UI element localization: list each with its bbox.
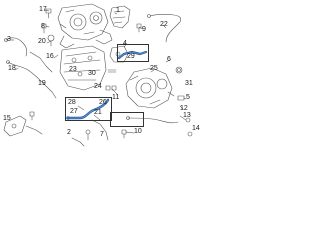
bolt-part — [136, 23, 142, 33]
callout-6: 6 — [167, 56, 171, 63]
callout-19: 19 — [38, 80, 46, 87]
callout-15: 15 — [3, 115, 11, 122]
callout-27: 27 — [70, 108, 78, 115]
leader-lines — [10, 9, 187, 134]
drain-tube-part — [25, 125, 43, 135]
callout-10: 10 — [134, 128, 142, 135]
callout-18: 18 — [8, 65, 16, 72]
bracket-part — [3, 115, 27, 137]
callout-25: 25 — [150, 65, 158, 72]
callout-30: 30 — [88, 70, 96, 77]
callout-16: 16 — [46, 53, 54, 60]
oil-line-part — [71, 137, 85, 147]
callout-28: 28 — [68, 99, 76, 106]
highlighted-coolant-tube-part — [66, 98, 110, 120]
callout-13: 13 — [183, 112, 191, 119]
callout-3: 3 — [7, 36, 11, 43]
callout-14: 14 — [192, 125, 200, 132]
callout-29: 29 — [127, 53, 135, 60]
callout-2: 2 — [67, 129, 71, 136]
engine-block-part — [59, 45, 107, 91]
callout-8: 8 — [41, 23, 45, 30]
callout-4: 4 — [123, 40, 127, 47]
callout-box-10 — [110, 112, 144, 127]
parts-diagram: 17 8 20 16 3 18 1 22 9 4 29 25 23 30 6 2… — [0, 0, 200, 147]
callout-1: 1 — [116, 7, 120, 14]
bracket-part — [109, 45, 129, 63]
callout-24: 24 — [94, 83, 102, 90]
coolant-hose-part — [91, 119, 109, 141]
turbocharger-part — [125, 67, 175, 109]
nut-part — [105, 85, 117, 91]
callout-20: 20 — [38, 38, 46, 45]
callout-5: 5 — [186, 94, 190, 101]
bolt-part — [85, 129, 91, 141]
bolt-part — [45, 8, 52, 19]
gasket-part — [175, 66, 183, 74]
fitting-part — [47, 34, 55, 47]
callout-31: 31 — [185, 80, 193, 87]
oil-tube-part — [147, 14, 182, 43]
fitting-part — [177, 95, 185, 101]
callout-box-28 — [65, 97, 112, 121]
coolant-tube-part — [6, 60, 57, 99]
callout-9: 9 — [142, 26, 146, 33]
callout-12: 12 — [180, 105, 188, 112]
callout-7: 7 — [100, 131, 104, 138]
callout-17: 17 — [39, 6, 47, 13]
heat-shield-part — [109, 5, 131, 29]
callout-11: 11 — [112, 94, 120, 101]
callout-21: 21 — [94, 109, 102, 116]
bolt-part — [121, 129, 127, 139]
callout-26: 26 — [99, 99, 107, 106]
coolant-hose-part — [4, 37, 28, 57]
callout-box-29 — [117, 44, 149, 62]
callout-22: 22 — [160, 21, 168, 28]
oil-line-part — [29, 51, 53, 73]
stud-part — [107, 69, 117, 73]
oil-tube-part — [126, 116, 179, 124]
turbocharger-part — [57, 3, 113, 49]
highlighted-oil-line-part — [117, 50, 148, 60]
callout-23: 23 — [69, 66, 77, 73]
diagram-drawing — [3, 3, 193, 147]
bolt-part — [29, 111, 35, 121]
